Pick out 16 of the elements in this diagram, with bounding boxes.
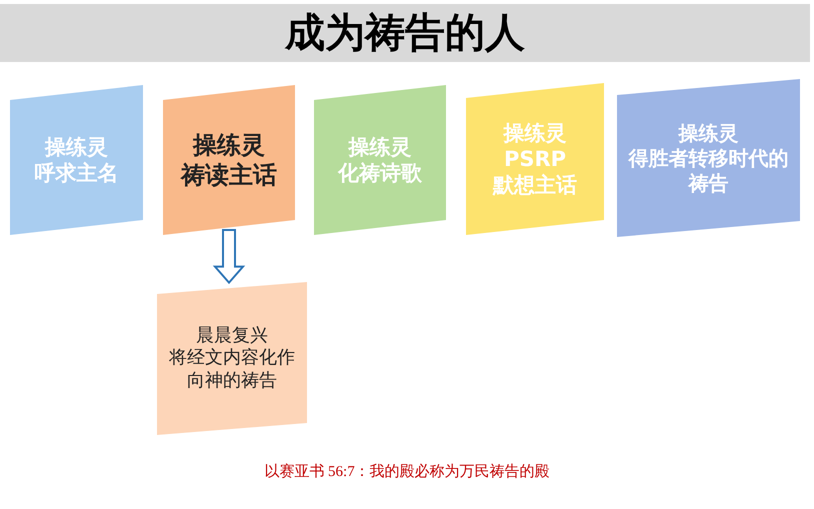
card-heading: 操练灵 (45, 134, 108, 160)
card-text: 默想主话 (493, 172, 577, 198)
card-heading: 操练灵 (193, 130, 265, 160)
title-banner: 成为祷告的人 (0, 4, 810, 62)
card-heading: 晨晨复兴 (196, 324, 268, 348)
card-heading: 操练灵 (504, 120, 566, 146)
hollow-down-arrow (212, 229, 246, 284)
card-text: 呼求主名 (34, 160, 118, 186)
card-text: 得胜者转移时代的祷告 (627, 146, 790, 196)
card-text: 祷读主话 (181, 160, 277, 190)
card-text: PSRP (504, 146, 566, 172)
card-text: 化祷诗歌 (338, 160, 422, 186)
card-heading: 操练灵 (678, 120, 738, 146)
caption: 以赛亚书 56:7：我的殿必称为万民祷告的殿 (263, 462, 551, 481)
card-heading: 操练灵 (348, 134, 412, 160)
card-text: 将经文内容化作向神的祷告 (168, 347, 296, 392)
